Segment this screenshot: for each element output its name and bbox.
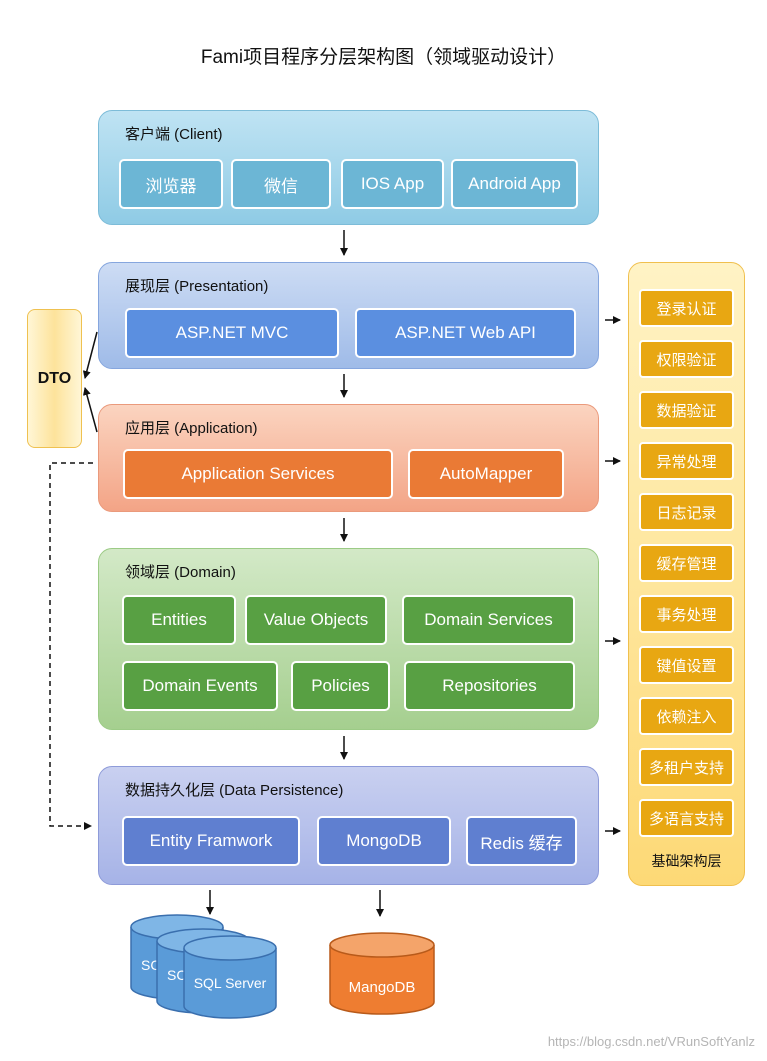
- infra-exception-handling: 异常处理: [639, 442, 734, 480]
- domain-value-objects: Value Objects: [245, 595, 387, 645]
- persistence-layer: 数据持久化层 (Data Persistence) Entity Framwor…: [98, 766, 599, 885]
- automapper: AutoMapper: [408, 449, 564, 499]
- presentation-layer-title: 展现层 (Presentation): [125, 278, 269, 295]
- domain-policies: Policies: [291, 661, 390, 711]
- dashed-application-to-persistence: [49, 462, 93, 827]
- client-wechat: 微信: [231, 159, 331, 209]
- mangodb-label: MangoDB: [349, 979, 416, 996]
- client-layer-title: 客户端 (Client): [125, 126, 223, 143]
- redis-cache: Redis 缓存: [466, 816, 577, 866]
- infrastructure-layer: 登录认证 权限验证 数据验证 异常处理 日志记录 缓存管理 事务处理 键值设置 …: [628, 262, 745, 886]
- infra-dependency-injection: 依赖注入: [639, 697, 734, 735]
- infra-multi-language: 多语言支持: [639, 799, 734, 837]
- sql-partial-label-1: SC: [141, 957, 160, 973]
- arrow-presentation-to-dto: [82, 331, 98, 379]
- domain-services: Domain Services: [402, 595, 575, 645]
- mangodb-database-icon: MangoDB: [329, 932, 435, 1015]
- mongodb: MongoDB: [317, 816, 451, 866]
- infra-logging: 日志记录: [639, 493, 734, 531]
- infra-multi-tenant: 多租户支持: [639, 748, 734, 786]
- arrow-application-to-dto: [82, 387, 98, 433]
- domain-layer: 领域层 (Domain) Entities Value Objects Doma…: [98, 548, 599, 730]
- client-layer: 客户端 (Client) 浏览器 微信 IOS App Android App: [98, 110, 599, 225]
- presentation-layer: 展现层 (Presentation) ASP.NET MVC ASP.NET W…: [98, 262, 599, 369]
- aspnet-mvc: ASP.NET MVC: [125, 308, 339, 358]
- aspnet-web-api: ASP.NET Web API: [355, 308, 576, 358]
- application-layer-title: 应用层 (Application): [125, 420, 258, 437]
- client-android-app: Android App: [451, 159, 578, 209]
- sql-server-label: SQL Server: [194, 975, 267, 991]
- infra-permission-check: 权限验证: [639, 340, 734, 378]
- sql-partial-label-2: SC: [167, 967, 186, 983]
- infra-cache-management: 缓存管理: [639, 544, 734, 582]
- infrastructure-label: 基础架构层: [651, 853, 722, 869]
- entity-framework: Entity Framwork: [122, 816, 300, 866]
- dto-box: DTO: [27, 309, 82, 448]
- infra-login-auth: 登录认证: [639, 289, 734, 327]
- watermark: https://blog.csdn.net/VRunSoftYanlz: [547, 1034, 755, 1049]
- infra-key-value-settings: 键值设置: [639, 646, 734, 684]
- client-ios-app: IOS App: [341, 159, 444, 209]
- domain-events: Domain Events: [122, 661, 278, 711]
- infra-transaction: 事务处理: [639, 595, 734, 633]
- domain-layer-title: 领域层 (Domain): [125, 564, 236, 581]
- persistence-layer-title: 数据持久化层 (Data Persistence): [125, 782, 344, 799]
- domain-entities: Entities: [122, 595, 236, 645]
- application-layer: 应用层 (Application) Application Services A…: [98, 404, 599, 512]
- infra-data-validation: 数据验证: [639, 391, 734, 429]
- client-browser: 浏览器: [119, 159, 223, 209]
- domain-repositories: Repositories: [404, 661, 575, 711]
- sql-server-database-icon: SC SC SQL Server: [130, 914, 277, 1019]
- application-services: Application Services: [123, 449, 393, 499]
- page-title: Fami项目程序分层架构图（领域驱动设计）: [200, 47, 567, 68]
